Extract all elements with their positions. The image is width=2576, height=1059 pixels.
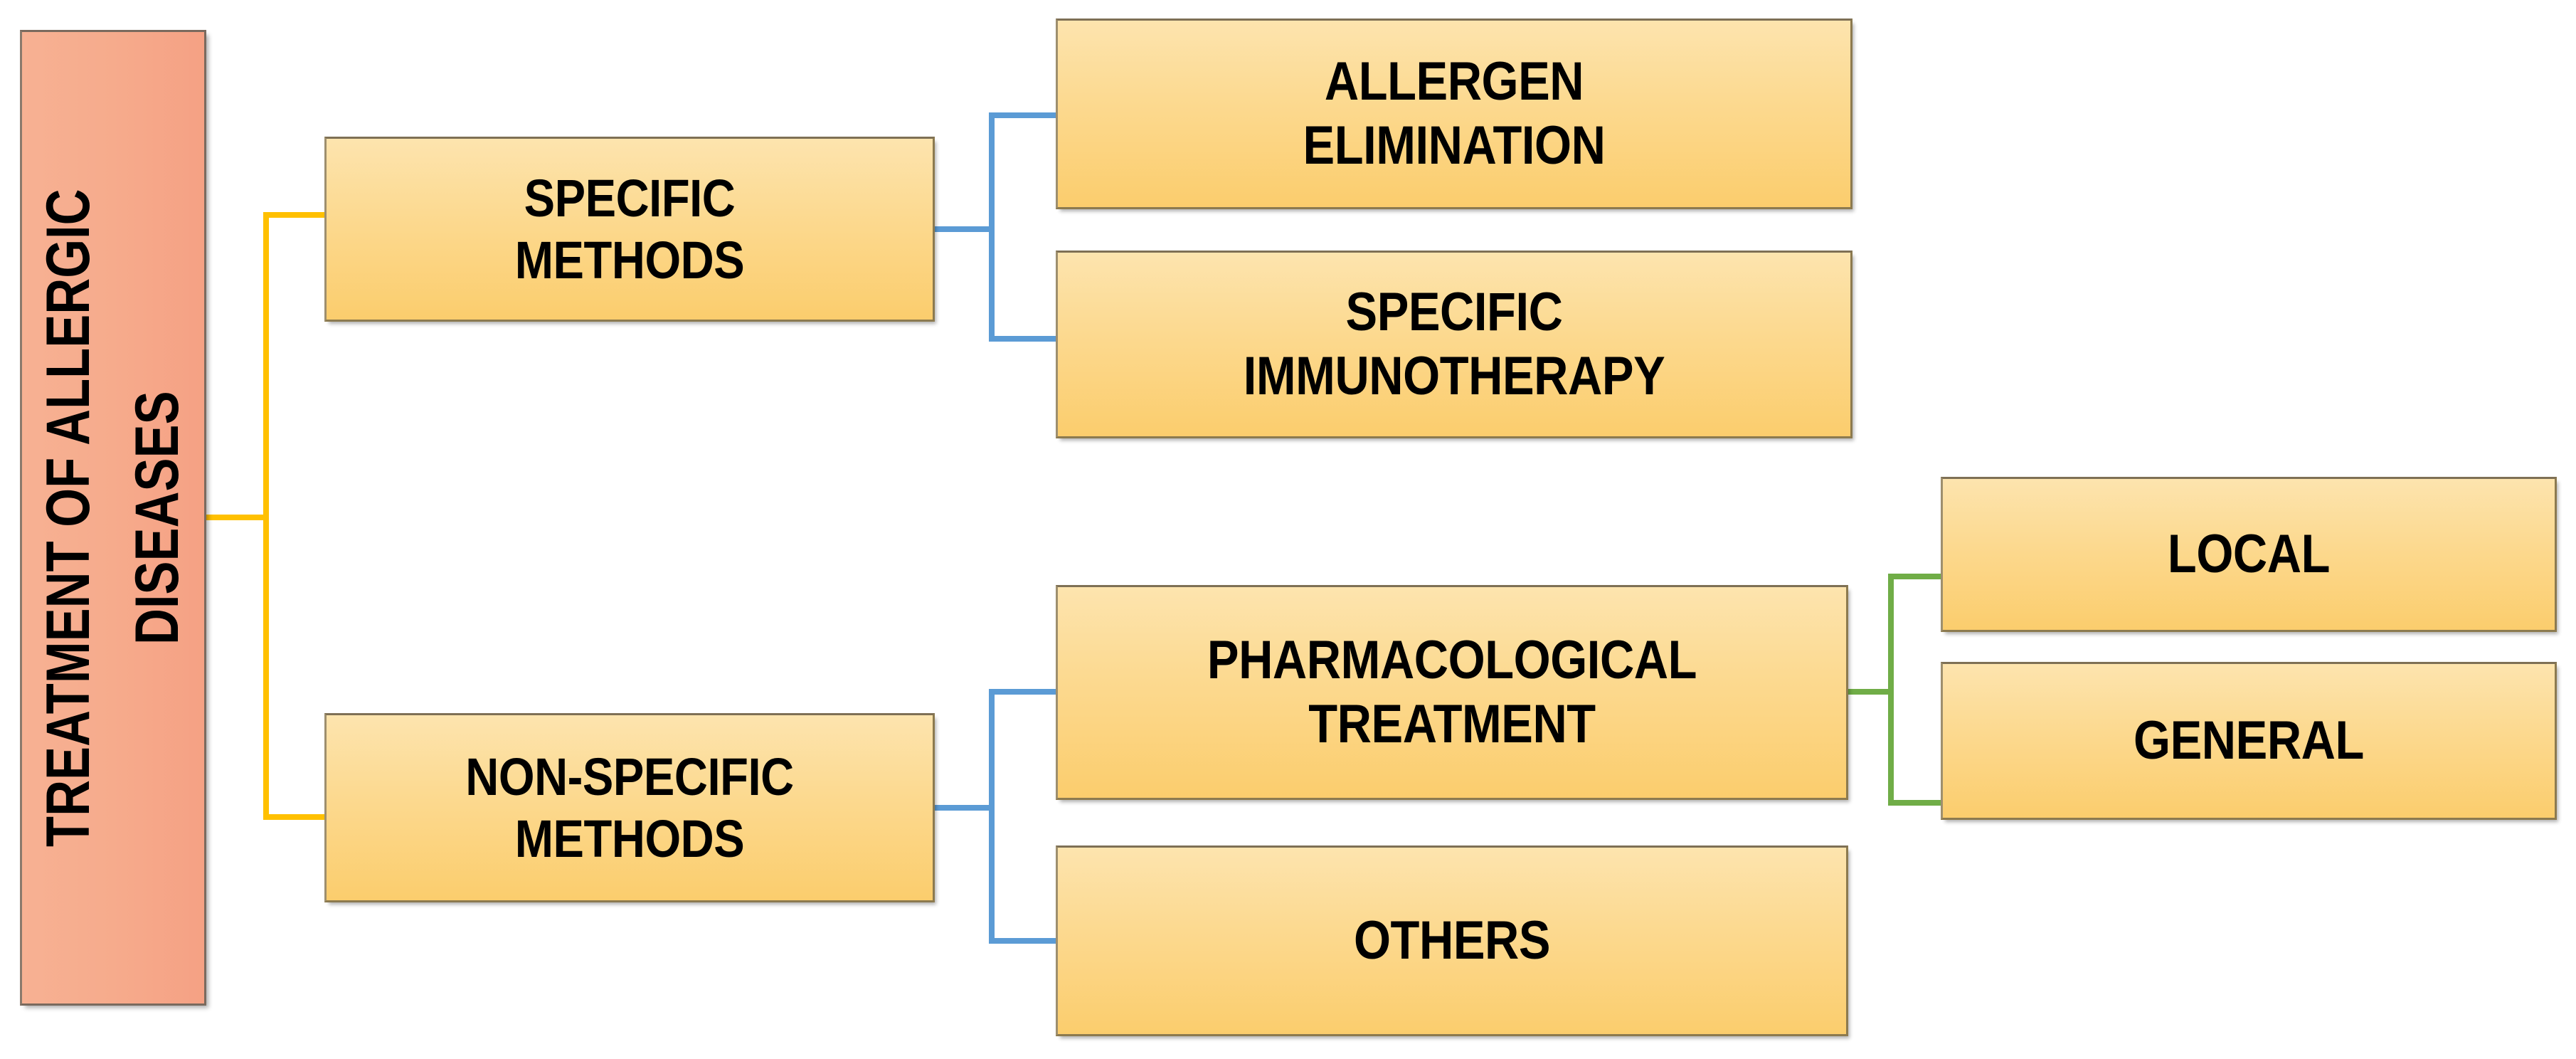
connector-root-to-non-specific-methods [263,814,327,820]
root-label-line-2: DISEASES [123,391,192,645]
node-allergen-elimination-line-2: ELIMINATION [1303,115,1606,176]
connector-root-stub [203,515,269,520]
node-others[interactable]: OTHERS [1056,845,1848,1036]
node-local[interactable]: LOCAL [1941,477,2557,632]
connector-to-general [1888,800,1945,806]
node-specific-methods-label: SPECIFIC METHODS [363,167,896,292]
connector-non-specific-methods-spine [989,689,995,944]
node-pharmacological-treatment-line-2: TREATMENT [1308,694,1596,754]
connector-non-specific-methods-stub [925,805,995,811]
node-others-label: OTHERS [1353,910,1551,971]
node-specific-methods-line-1: SPECIFIC [524,168,736,228]
node-pharmacological-treatment-line-1: PHARMACOLOGICAL [1207,630,1697,691]
node-non-specific-methods[interactable]: NON-SPECIFIC METHODS [324,713,935,902]
node-general-label: GENERAL [2134,710,2364,771]
connector-root-to-specific-methods [263,212,327,218]
node-specific-immunotherapy-line-1: SPECIFIC [1345,282,1563,343]
root-node-label: TREATMENT OF ALLERGIC DISEASES [24,117,201,919]
connector-to-pharmacological-treatment [989,689,1060,695]
connector-to-specific-immunotherapy [989,336,1060,342]
connector-pharmacological-stub [1844,689,1894,695]
connector-specific-methods-stub [925,226,995,232]
node-pharmacological-treatment[interactable]: PHARMACOLOGICAL TREATMENT [1056,585,1848,800]
node-allergen-elimination-line-1: ALLERGEN [1324,51,1584,112]
node-treatment-of-allergic-diseases[interactable]: TREATMENT OF ALLERGIC DISEASES [20,30,206,1006]
node-local-label: LOCAL [2167,524,2331,585]
root-label-line-1: TREATMENT OF ALLERGIC [34,189,103,847]
node-specific-immunotherapy-label: SPECIFIC IMMUNOTHERAPY [1106,280,1803,408]
connector-pharmacological-spine [1888,574,1894,806]
connector-root-spine [263,212,269,820]
connector-to-others [989,938,1060,944]
connector-specific-methods-spine [989,112,995,342]
node-specific-immunotherapy-line-2: IMMUNOTHERAPY [1243,346,1665,406]
node-specific-methods-line-2: METHODS [514,231,745,290]
connector-to-local [1888,574,1945,579]
node-allergen-elimination-label: ALLERGEN ELIMINATION [1106,50,1803,177]
node-specific-immunotherapy[interactable]: SPECIFIC IMMUNOTHERAPY [1056,251,1853,438]
node-non-specific-methods-line-2: METHODS [514,809,745,868]
node-pharmacological-treatment-label: PHARMACOLOGICAL TREATMENT [1105,628,1798,756]
node-specific-methods[interactable]: SPECIFIC METHODS [324,137,935,322]
connector-to-allergen-elimination [989,112,1060,118]
node-non-specific-methods-line-1: NON-SPECIFIC [465,747,794,806]
node-general[interactable]: GENERAL [1941,662,2557,820]
node-non-specific-methods-label: NON-SPECIFIC METHODS [363,746,896,870]
node-allergen-elimination[interactable]: ALLERGEN ELIMINATION [1056,19,1853,209]
